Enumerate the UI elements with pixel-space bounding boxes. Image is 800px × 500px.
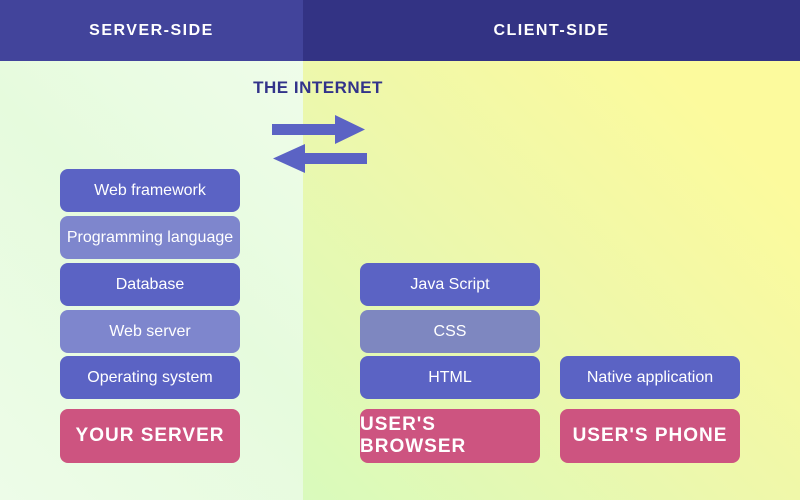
client-side-header: CLIENT-SIDE — [303, 0, 800, 61]
box-label: Web server — [109, 322, 191, 340]
server-stack-database: Database — [60, 263, 240, 306]
box-label: Native application — [586, 368, 714, 386]
arrow-right-icon — [272, 115, 365, 144]
internet-label: THE INTERNET — [253, 78, 383, 97]
client-side-header-label: CLIENT-SIDE — [493, 21, 610, 39]
box-label: Programming language — [66, 228, 234, 246]
server-side-header: SERVER-SIDE — [0, 0, 303, 61]
arrow-left-icon — [273, 144, 367, 173]
server-stack-web-server: Web server — [60, 310, 240, 353]
box-label: USER'S PHONE — [572, 425, 728, 446]
browser-stack-html: HTML — [360, 356, 540, 399]
box-label: Database — [115, 275, 185, 293]
box-label: CSS — [433, 322, 467, 340]
browser-stack-javascript: Java Script — [360, 263, 540, 306]
box-label: Operating system — [87, 368, 213, 386]
phone-stack-native-application: Native application — [560, 356, 740, 399]
server-side-header-label: SERVER-SIDE — [89, 21, 214, 39]
server-stack-web-framework: Web framework — [60, 169, 240, 212]
box-label: YOUR SERVER — [75, 425, 225, 446]
box-label: HTML — [428, 368, 472, 386]
users-browser-box: USER'S BROWSER — [360, 409, 540, 463]
your-server-box: YOUR SERVER — [60, 409, 240, 463]
browser-stack-css: CSS — [360, 310, 540, 353]
server-stack-programming-language: Programming language — [60, 216, 240, 259]
box-label: Web framework — [94, 181, 206, 199]
users-phone-box: USER'S PHONE — [560, 409, 740, 463]
box-label: USER'S BROWSER — [360, 414, 467, 457]
server-stack-operating-system: Operating system — [60, 356, 240, 399]
data-exchange-arrows-icon — [272, 115, 367, 173]
box-label: Java Script — [410, 275, 490, 293]
